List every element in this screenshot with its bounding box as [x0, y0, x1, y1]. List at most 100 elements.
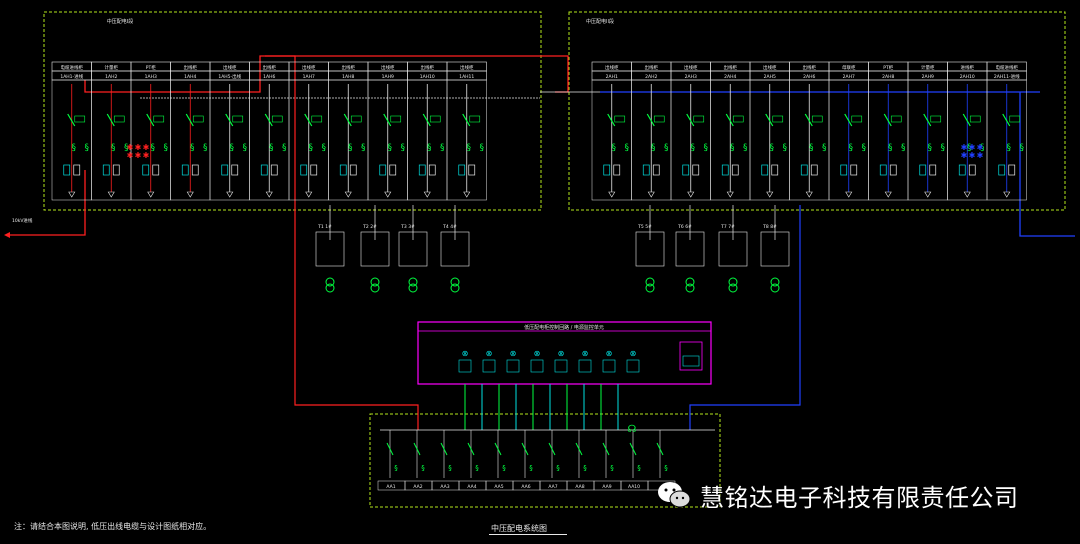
right-ct-icon: §	[980, 143, 985, 153]
left-cabinet-body	[446, 79, 487, 201]
right-trafo-label: T8 8#	[762, 224, 777, 230]
right-cabinet-id: 2AH10	[960, 74, 975, 80]
left-breaker	[422, 113, 431, 127]
bottom-panel-frame	[369, 413, 721, 508]
left-trafo-winding	[370, 277, 380, 287]
control-module	[482, 359, 496, 373]
bottom-ct-icon: §	[421, 464, 425, 472]
red-main-bus	[84, 55, 569, 93]
control-module	[626, 359, 640, 373]
bottom-breaker	[575, 442, 583, 456]
left-ct-icon: §	[401, 143, 406, 153]
left-meter-box	[112, 164, 120, 176]
left-ct-icon: §	[388, 143, 393, 153]
left-ct-icon: §	[282, 143, 287, 153]
left-cabinet-id: 1AH6	[263, 74, 275, 80]
right-ct-icon: §	[651, 143, 656, 153]
right-ct-icon: §	[888, 143, 893, 153]
right-breaker-tag	[693, 115, 705, 123]
left-breaker-tag	[429, 115, 441, 123]
bottom-ct-icon: §	[475, 464, 479, 472]
bottom-bus-id: AA2	[413, 484, 422, 490]
left-breaker-tag	[74, 115, 86, 123]
left-cabinet-id: 1AH9	[382, 74, 394, 80]
right-ct-icon: §	[625, 143, 630, 153]
left-panel-frame	[43, 11, 542, 211]
right-breaker	[1002, 113, 1011, 127]
right-breaker	[804, 113, 813, 127]
right-surge-icon: ✱	[969, 151, 976, 160]
right-breaker-tag	[1009, 115, 1021, 123]
right-cabinet-id: 2AH8	[882, 74, 894, 80]
right-cable-head	[963, 191, 971, 198]
bottom-breaker	[413, 442, 421, 456]
control-relay-icon: ⊗	[630, 349, 637, 358]
left-meter-box	[73, 164, 81, 176]
left-breaker-tag	[469, 115, 481, 123]
left-cabinet-header: 出线柜	[263, 64, 277, 71]
left-trafo-label: T2 2#	[362, 224, 377, 230]
right-cable-head	[766, 191, 774, 198]
right-cabinet-id: 2AH1	[606, 74, 618, 80]
left-relay-box	[142, 164, 150, 176]
control-relay-icon: ⊗	[606, 349, 613, 358]
right-surge-icon: ✱	[969, 143, 976, 152]
left-relay-box	[63, 164, 71, 176]
right-cabinet-id: 2AH11-进线	[994, 73, 1020, 80]
right-cable-head	[1003, 191, 1011, 198]
left-trafo-label: T1 1#	[317, 224, 332, 230]
bottom-breaker	[494, 442, 502, 456]
left-breaker	[304, 113, 313, 127]
right-ct-icon: §	[730, 143, 735, 153]
bottom-bus-id: AA7	[548, 484, 557, 490]
right-breaker-tag	[653, 115, 665, 123]
left-trafo-winding	[450, 277, 460, 287]
left-meter-box	[349, 164, 357, 176]
control-relay-icon: ⊗	[462, 349, 469, 358]
right-cabinet-header: 出线柜	[803, 64, 817, 71]
left-relay-box	[339, 164, 347, 176]
right-breaker-tag	[890, 115, 902, 123]
bottom-ct-icon: §	[583, 464, 587, 472]
left-relay-box	[379, 164, 387, 176]
control-module	[554, 359, 568, 373]
right-relay-box	[840, 164, 848, 176]
right-ct-icon: §	[664, 143, 669, 153]
right-relay-box	[642, 164, 650, 176]
left-breaker	[225, 113, 234, 127]
right-cable-head	[647, 191, 655, 198]
bottom-bus-id: AA8	[575, 484, 584, 490]
right-meter-box	[929, 164, 937, 176]
right-ct-icon: §	[901, 143, 906, 153]
left-ct-icon: §	[440, 143, 445, 153]
magenta-control-box	[417, 321, 712, 385]
bottom-ct-icon: §	[502, 464, 506, 472]
left-meter-box	[468, 164, 476, 176]
right-cabinet-id: 2AH2	[645, 74, 657, 80]
left-trafo-winding	[370, 283, 380, 293]
bottom-breaker	[521, 442, 529, 456]
left-cabinet-id: 1AH3	[145, 74, 157, 80]
left-ct-icon: §	[322, 143, 327, 153]
right-relay-box	[761, 164, 769, 176]
left-ct-icon: §	[467, 143, 472, 153]
left-trafo-winding	[325, 277, 335, 287]
right-meter-box	[652, 164, 660, 176]
left-surge-icon: ✱	[135, 151, 142, 160]
right-breaker	[725, 113, 734, 127]
drawing-title: 中压配电系统图	[491, 524, 547, 533]
right-trafo-winding	[770, 283, 780, 293]
left-ct-icon: §	[269, 143, 274, 153]
left-cabinet-header: 出线柜	[302, 64, 316, 71]
control-relay-icon: ⊗	[558, 349, 565, 358]
left-cabinet-id: 1AH2	[105, 74, 117, 80]
bottom-ct-icon: §	[529, 464, 533, 472]
left-breaker-tag	[192, 115, 204, 123]
right-cabinet-header: 出线柜	[684, 64, 698, 71]
bottom-ct-icon: §	[610, 464, 614, 472]
left-trafo-winding	[408, 277, 418, 287]
right-cabinet-id: 2AH6	[803, 74, 815, 80]
left-group-label: 中压配电I段	[107, 18, 133, 25]
left-trafo-winding	[450, 283, 460, 293]
right-breaker-tag	[930, 115, 942, 123]
